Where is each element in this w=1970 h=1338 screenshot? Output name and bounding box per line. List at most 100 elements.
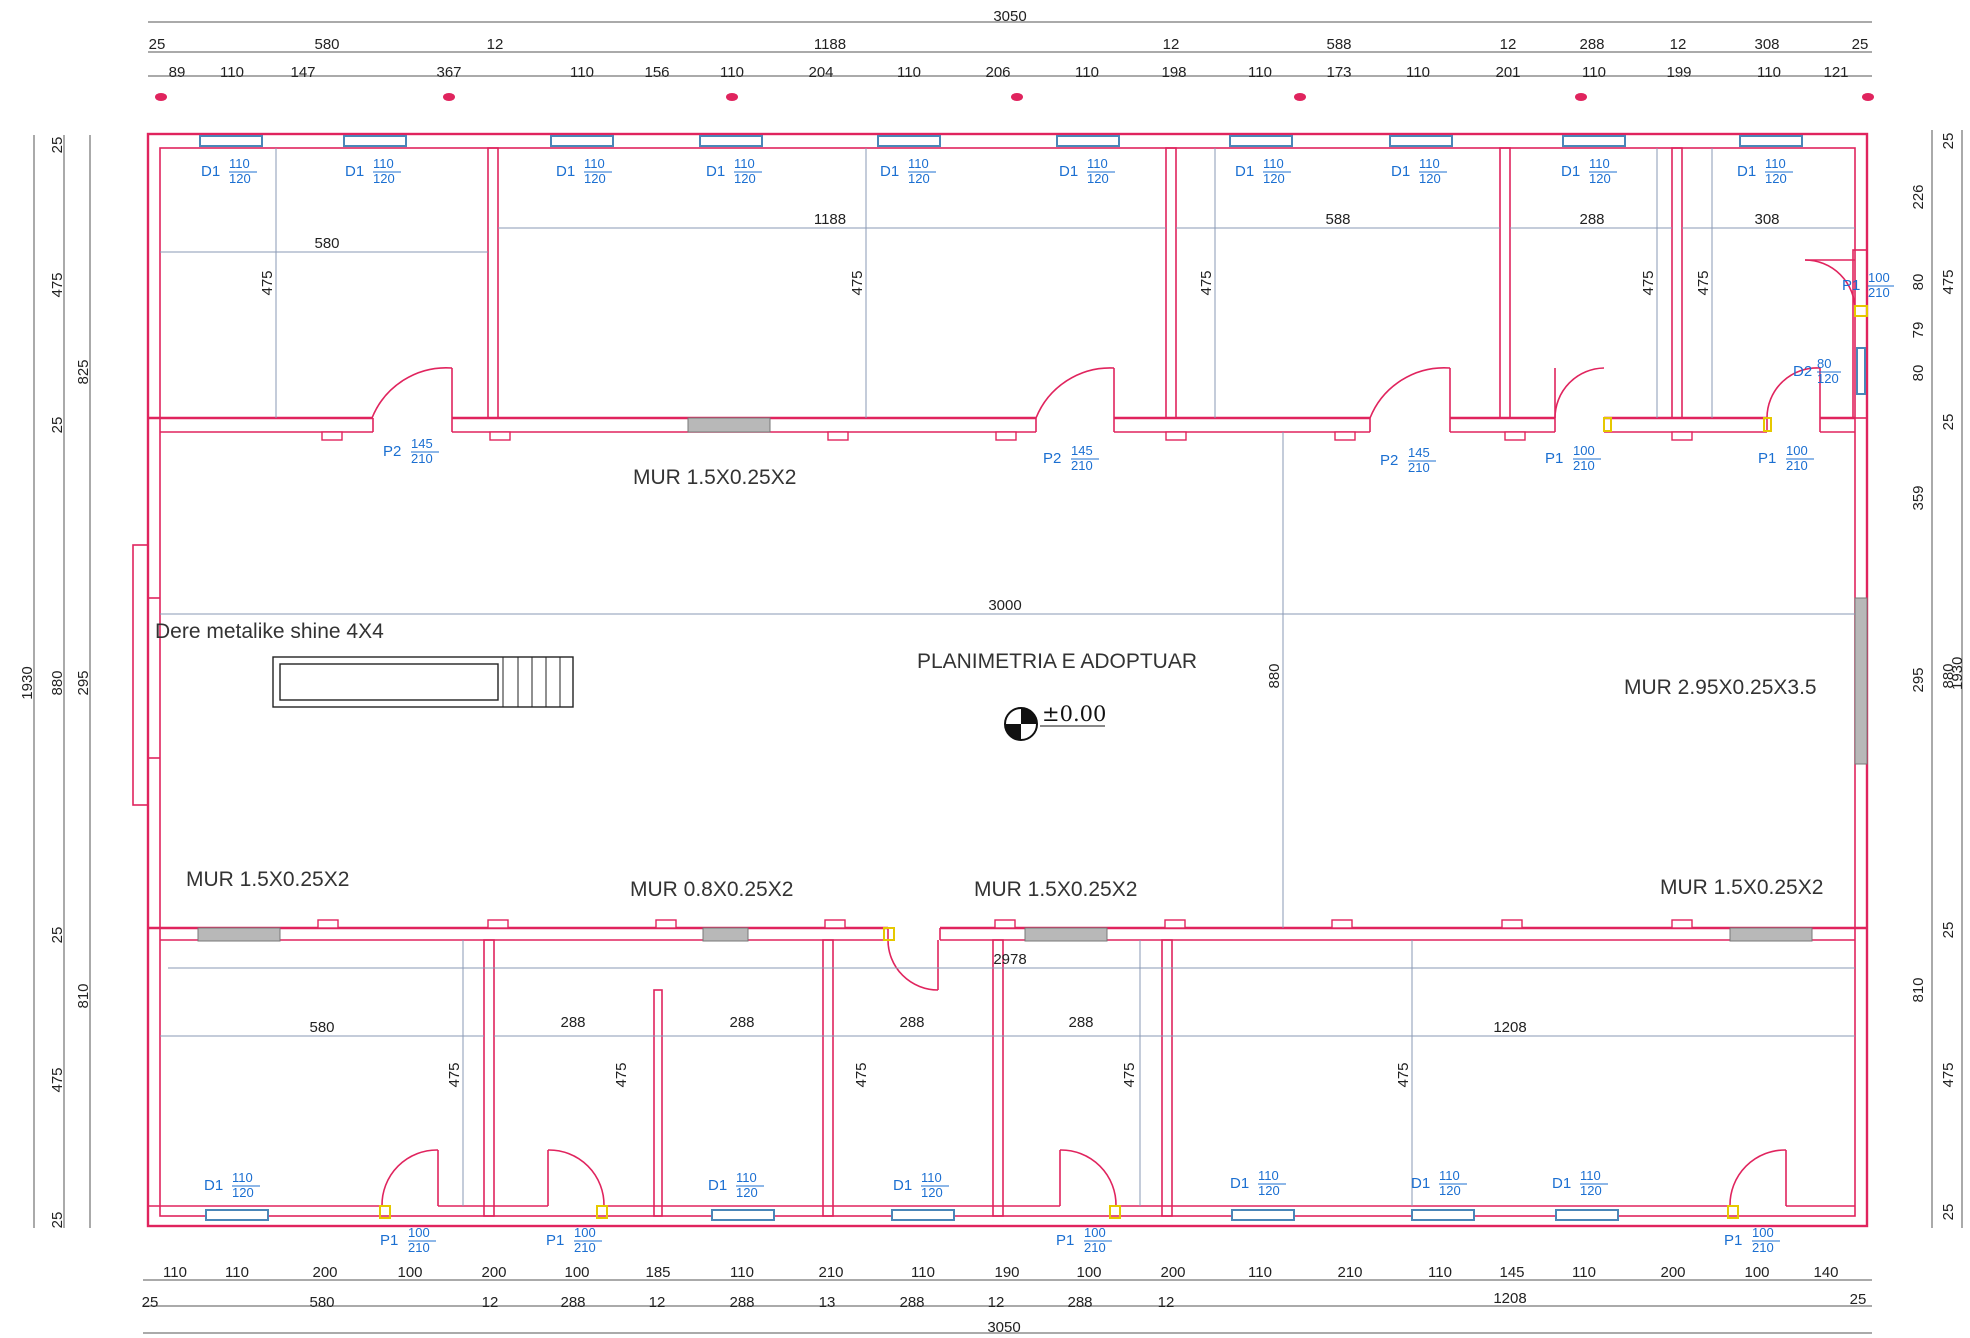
svg-text:D1: D1 — [1411, 1175, 1430, 1192]
room-s5-h: 475 — [1121, 1062, 1138, 1087]
svg-text:110: 110 — [1419, 156, 1440, 171]
dim-top-r2-5: 156 — [644, 64, 669, 81]
svg-text:110: 110 — [1580, 1168, 1601, 1183]
dim-left-e: 295 — [75, 670, 92, 695]
svg-text:100: 100 — [1084, 1225, 1106, 1240]
svg-text:120: 120 — [736, 1185, 758, 1200]
dim-top-r1-3: 1188 — [814, 36, 846, 53]
dim-top-r2-11: 198 — [1161, 64, 1186, 81]
room-s3-w: 288 — [729, 1014, 754, 1031]
dim-top-r1-0: 25 — [149, 36, 166, 53]
svg-text:D1: D1 — [1230, 1175, 1249, 1192]
gate-note: Dere metalike shine 4X4 — [155, 620, 384, 643]
svg-text:D1: D1 — [1059, 163, 1078, 180]
dim-left-b: 475 — [49, 272, 66, 297]
dim-bot-r2-10: 12 — [1158, 1294, 1175, 1311]
outer-walls — [132, 132, 1869, 1228]
room-s2-h: 475 — [613, 1062, 630, 1087]
svg-text:P1: P1 — [1842, 277, 1860, 294]
wall-label-north: MUR 1.5X0.25X2 — [633, 466, 796, 489]
room-n2-h: 475 — [849, 270, 866, 295]
svg-text:110: 110 — [1439, 1168, 1460, 1183]
dim-bot-r2-2: 12 — [482, 1294, 499, 1311]
room-dims-south: 580 475 288 475 288 475 288 288 475 1208… — [309, 1014, 1526, 1088]
dim-bot-r1-3: 100 — [397, 1264, 422, 1281]
svg-text:P2: P2 — [1043, 450, 1061, 467]
svg-text:D1: D1 — [708, 1177, 727, 1194]
room-n1-w: 580 — [314, 235, 339, 252]
svg-text:110: 110 — [908, 156, 929, 171]
svg-text:100: 100 — [574, 1225, 596, 1240]
svg-text:145: 145 — [411, 436, 433, 451]
dim-bottom-total: 3050 — [987, 1319, 1020, 1336]
dim-bot-r1-17: 110 — [1572, 1264, 1596, 1281]
dim-top-r1-4: 12 — [1163, 36, 1180, 53]
tag-d1: D1 — [201, 163, 220, 180]
door-swings — [371, 259, 1856, 1207]
dim-bot-r1-10: 190 — [994, 1264, 1019, 1281]
corridor-height: 880 — [1266, 663, 1283, 688]
dim-bot-r2-1: 580 — [309, 1294, 334, 1311]
stair-symbol — [272, 656, 574, 708]
dim-left-a: 25 — [49, 137, 66, 154]
dim-left-d: 25 — [49, 417, 66, 434]
room-s3-h: 475 — [853, 1062, 870, 1087]
dim-bot-r2-4: 12 — [649, 1294, 666, 1311]
svg-text:120: 120 — [1263, 171, 1285, 186]
dim-top-r1-10: 25 — [1852, 36, 1869, 53]
svg-text:80: 80 — [1817, 356, 1831, 371]
room-n3-h: 475 — [1198, 270, 1215, 295]
dim-bot-r2-7: 288 — [899, 1294, 924, 1311]
svg-text:120: 120 — [1258, 1183, 1280, 1198]
south-partitions — [483, 939, 1173, 1217]
svg-text:210: 210 — [1084, 1240, 1106, 1255]
room-n4-h: 475 — [1640, 270, 1657, 295]
svg-text:120: 120 — [921, 1185, 943, 1200]
dim-left-j: 475 — [49, 1067, 66, 1092]
dim-bot-r1-0: 110 — [163, 1264, 187, 1281]
dim-top-r1-2: 12 — [487, 36, 504, 53]
svg-text:120: 120 — [1817, 371, 1839, 386]
room-n1-h: 475 — [259, 270, 276, 295]
svg-text:110: 110 — [734, 156, 755, 171]
svg-text:P1: P1 — [546, 1232, 564, 1249]
svg-text:D1: D1 — [880, 163, 899, 180]
dim-bottom-row1: 110 110 200 100 200 100 185 110 210 110 … — [163, 1264, 1838, 1281]
dim-bot-r1-2: 200 — [312, 1264, 337, 1281]
dim-right-l: 25 — [1940, 922, 1957, 939]
svg-text:D1: D1 — [204, 1177, 223, 1194]
dim-bot-r2-9: 288 — [1067, 1294, 1092, 1311]
dim-right-b: 226 — [1910, 184, 1927, 209]
dim-top-row1: 25 580 12 1188 12 588 12 288 12 308 25 — [149, 36, 1869, 53]
room-n5-h: 475 — [1695, 270, 1712, 295]
dim-right-f: 80 — [1910, 365, 1927, 382]
dim-right-d: 80 — [1910, 274, 1927, 291]
dim-top-r1-6: 12 — [1500, 36, 1517, 53]
svg-text:D1: D1 — [1391, 163, 1410, 180]
windows-north — [199, 135, 1803, 147]
dim-top-r1-5: 588 — [1326, 36, 1351, 53]
svg-text:210: 210 — [1408, 460, 1430, 475]
svg-text:210: 210 — [1868, 285, 1890, 300]
dim-top-r2-6: 110 — [720, 64, 744, 81]
svg-text:110: 110 — [736, 1170, 757, 1185]
room-s6-h: 475 — [1395, 1062, 1412, 1087]
dim-left-g: 1930 — [19, 666, 36, 699]
dim-right-g: 25 — [1940, 414, 1957, 431]
dim-bot-r1-13: 110 — [1248, 1264, 1272, 1281]
svg-text:210: 210 — [411, 451, 433, 466]
svg-text:120: 120 — [1439, 1183, 1461, 1198]
corridor-width-2: 2978 — [993, 951, 1026, 968]
level-text: ±0.00 — [1042, 702, 1106, 726]
dim-bot-r1-19: 100 — [1744, 1264, 1769, 1281]
svg-text:P1: P1 — [1056, 1232, 1074, 1249]
dim-top-r1-8: 12 — [1670, 36, 1687, 53]
svg-text:P1: P1 — [380, 1232, 398, 1249]
svg-text:110: 110 — [1258, 1168, 1279, 1183]
dim-top-r2-9: 206 — [985, 64, 1010, 81]
dim-bot-r1-6: 185 — [645, 1264, 670, 1281]
wall-label-s2: MUR 0.8X0.25X2 — [630, 878, 793, 901]
